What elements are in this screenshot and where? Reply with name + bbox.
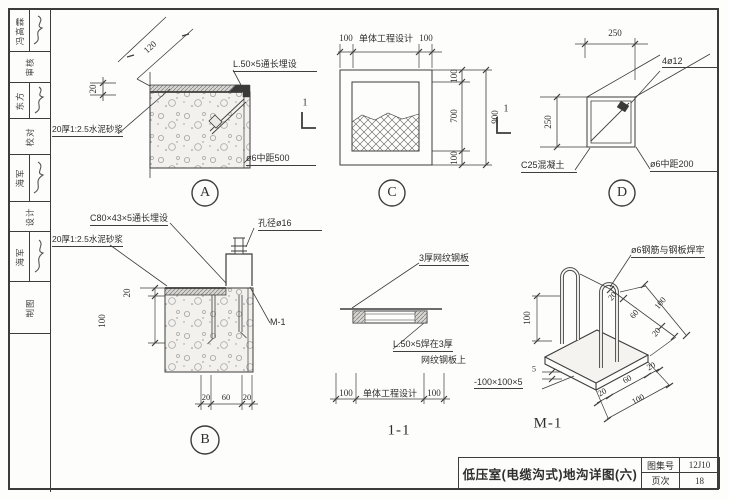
dim-100: 100 xyxy=(449,151,459,165)
dim-5: 5 xyxy=(532,364,536,374)
dim-100: 100 xyxy=(522,311,532,325)
dim-250: 250 xyxy=(608,28,622,38)
sheet-border xyxy=(8,8,719,490)
signoff-name: 海军 xyxy=(14,246,25,267)
detail-title-m1: M-1 xyxy=(533,415,563,432)
dim-100: 100 xyxy=(339,388,353,398)
detail-bubble-c: C xyxy=(387,185,397,200)
dim-250: 250 xyxy=(543,115,553,129)
signoff-title: 校对 xyxy=(25,126,35,147)
strip-divider xyxy=(50,8,51,492)
signature xyxy=(30,10,50,51)
note-channel-steel: C80×43×5通长埋设 xyxy=(90,211,169,226)
signoff-title-cell: 审核 xyxy=(10,52,50,83)
signature xyxy=(30,83,50,118)
signoff-title-cell: 校对 xyxy=(10,119,50,155)
dim-20: 20 xyxy=(201,392,211,402)
note-hole-diameter: 孔径ø16 xyxy=(258,216,322,231)
dim-100: 100 xyxy=(419,33,433,43)
note-angle-steel: L.50×5通长埋设 xyxy=(233,57,317,72)
atlas-number-value: 12J10 xyxy=(680,458,719,473)
note-angle-weld-1: L.50×5焊在3厚 xyxy=(393,337,453,352)
signoff-name-cell: 东方 xyxy=(10,83,50,119)
dim-100: 100 xyxy=(97,314,107,328)
note-anchor-m1: M-1 xyxy=(270,317,286,327)
page-number-label: 页次 xyxy=(642,473,680,488)
section-mark-1: 1 xyxy=(302,97,308,109)
sheet-title: 低压室(电缆沟式)地沟详图(六) xyxy=(459,458,642,488)
note-rebar-weld: ø6钢筋与钢板焊牢 xyxy=(631,243,705,258)
signoff-name: 海军 xyxy=(14,168,25,188)
dim-20: 20 xyxy=(242,392,252,402)
note-plate-size: -100×100×5 xyxy=(474,377,523,389)
signoff-title: 审核 xyxy=(25,57,35,77)
dim-700: 700 xyxy=(449,109,459,123)
signoff-strip: 冯高霖 审核 东方 校对 海军 设计 海军 xyxy=(10,10,50,334)
signoff-title-cell: 设计 xyxy=(10,202,50,232)
signature xyxy=(30,155,50,201)
note-main-rebar: 4ø12 xyxy=(662,56,717,68)
signoff-title-cell: 制图 xyxy=(10,282,50,334)
dim-20: 20 xyxy=(122,288,132,298)
signoff-name-cell: 海军 xyxy=(10,232,50,282)
note-cement-mortar: 20厚1:2.5水泥砂浆 xyxy=(52,123,123,137)
dim-100: 100 xyxy=(339,33,353,43)
signoff-name: 东方 xyxy=(14,90,25,111)
page-number-value: 18 xyxy=(695,475,704,486)
note-cement-mortar: 20厚1:2.5水泥砂浆 xyxy=(52,233,123,247)
signature xyxy=(30,232,50,281)
detail-bubble-a: A xyxy=(199,185,211,200)
signoff-name: 冯高霖 xyxy=(14,16,25,45)
signoff-title: 制图 xyxy=(25,297,35,318)
note-angle-weld-2: 网纹钢板上 xyxy=(421,355,467,365)
section-title-1-1: 1-1 xyxy=(387,422,411,439)
note-concrete-grade: C25混凝土 xyxy=(521,158,577,173)
signoff-name-cell: 海军 xyxy=(10,155,50,202)
atlas-number-label: 图集号 xyxy=(642,458,680,473)
signoff-title: 设计 xyxy=(25,206,35,227)
dim-100: 100 xyxy=(427,388,441,398)
note-rebar-spacing: ø6中距500 xyxy=(246,151,316,166)
dim-20: 20 xyxy=(88,84,98,94)
dim-100: 100 xyxy=(449,69,459,83)
section-mark-1: 1 xyxy=(503,103,509,115)
dim-60: 60 xyxy=(221,392,231,402)
detail-bubble-d: D xyxy=(616,185,628,200)
dim-design-note: 单体工程设计 xyxy=(358,33,414,44)
title-block: 低压室(电缆沟式)地沟详图(六) 图集号 12J10 页次 18 xyxy=(458,457,720,489)
detail-bubble-b: B xyxy=(200,432,210,447)
dim-design-note: 单体工程设计 xyxy=(362,388,418,399)
note-stirrup-spacing: ø6中距200 xyxy=(650,157,718,172)
dim-900: 900 xyxy=(490,110,500,124)
signoff-name-cell: 冯高霖 xyxy=(10,10,50,52)
note-checkered-plate: 3厚网纹钢板 xyxy=(419,251,470,266)
